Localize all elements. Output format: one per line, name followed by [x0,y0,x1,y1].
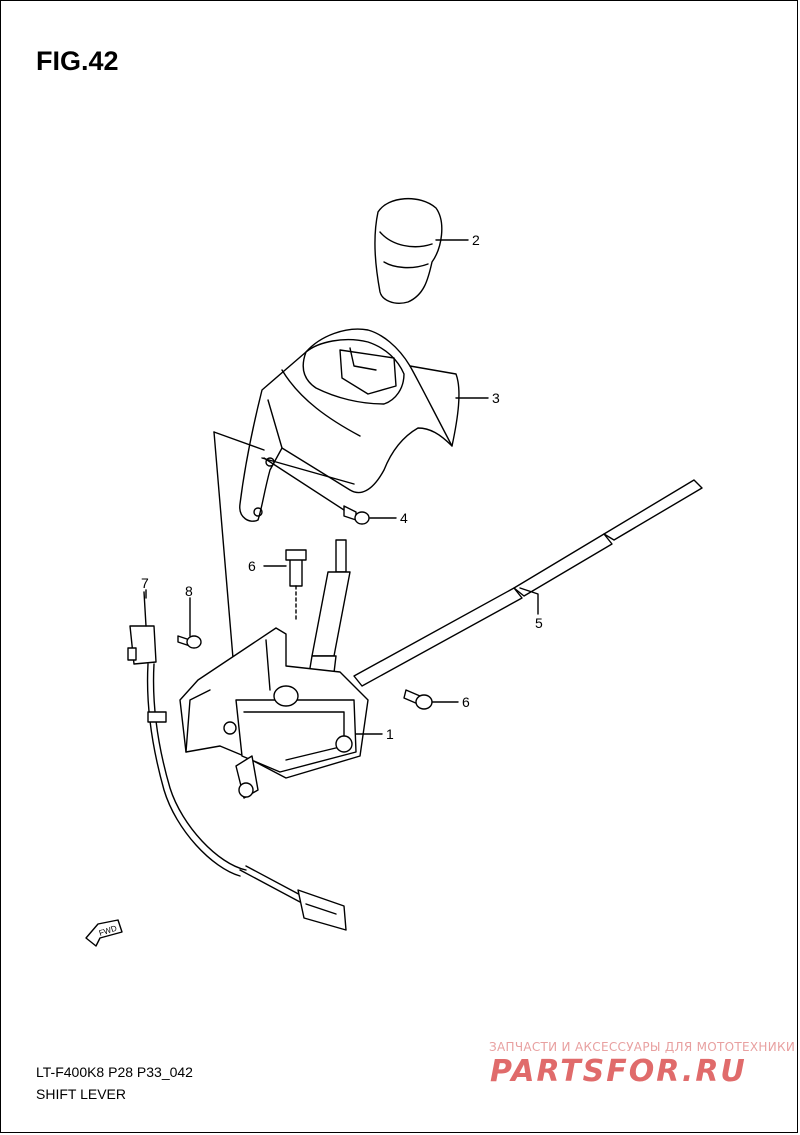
part-6-upper-bolt[interactable] [285,549,307,623]
part-6-lower-bolt[interactable] [403,689,433,710]
callout-6-lower: 6 [462,694,470,710]
callout-8: 8 [185,583,193,599]
figure-title: FIG.42 [36,46,119,76]
callout-4: 4 [400,510,408,526]
callout-7: 7 [141,575,149,591]
model-code: LT-F400K8 P28 P33_042 [36,1064,193,1080]
part-3-cover[interactable] [239,328,460,522]
part-5-rod[interactable] [353,479,703,687]
watermark-tagline: ЗАПЧАСТИ И АКСЕССУАРЫ ДЛЯ МОТОТЕХНИКИ [489,1040,796,1054]
part-1-shift-lever[interactable] [179,539,369,799]
callout-3: 3 [492,390,500,406]
part-group-name: SHIFT LEVER [36,1086,126,1102]
callout-1: 1 [386,726,394,742]
callout-5: 5 [535,615,543,631]
watermark-logo: PARTSFOR.RU [490,1054,747,1089]
fwd-arrow-icon [85,919,123,947]
guide-line-cover-vertical [213,431,237,695]
part-7-switch[interactable] [127,591,347,931]
callout-leaders [145,239,539,735]
callout-2: 2 [472,232,480,248]
part-8-screw[interactable] [177,635,202,649]
guide-line-cover [213,431,265,451]
part-4-bolt[interactable] [263,457,370,525]
callout-6-upper: 6 [248,558,256,574]
part-2-knob[interactable] [374,197,443,304]
